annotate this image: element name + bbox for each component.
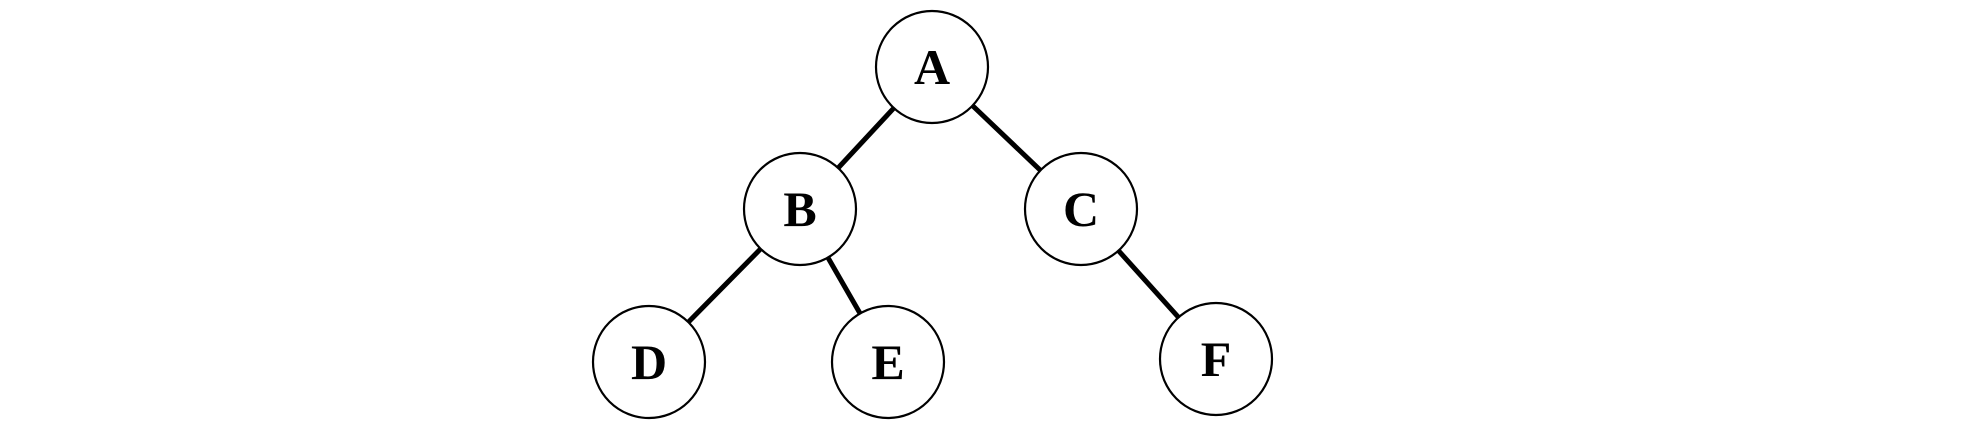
node-circle-B	[742, 151, 858, 267]
tree-node-E: E	[830, 304, 946, 420]
node-circle-D	[591, 304, 707, 420]
node-label-A: A	[914, 39, 950, 95]
node-label-F: F	[1201, 331, 1232, 387]
tree-node-F: F	[1158, 301, 1274, 417]
tree-node-C: C	[1023, 151, 1139, 267]
node-circle-F	[1158, 301, 1274, 417]
tree-node-D: D	[591, 304, 707, 420]
tree-node-A: A	[874, 9, 990, 125]
node-circle-E	[830, 304, 946, 420]
node-label-B: B	[783, 181, 816, 237]
node-circle-A	[874, 9, 990, 125]
node-label-D: D	[631, 334, 667, 390]
node-label-C: C	[1063, 181, 1099, 237]
node-label-E: E	[871, 334, 904, 390]
tree-node-B: B	[742, 151, 858, 267]
node-circle-C	[1023, 151, 1139, 267]
